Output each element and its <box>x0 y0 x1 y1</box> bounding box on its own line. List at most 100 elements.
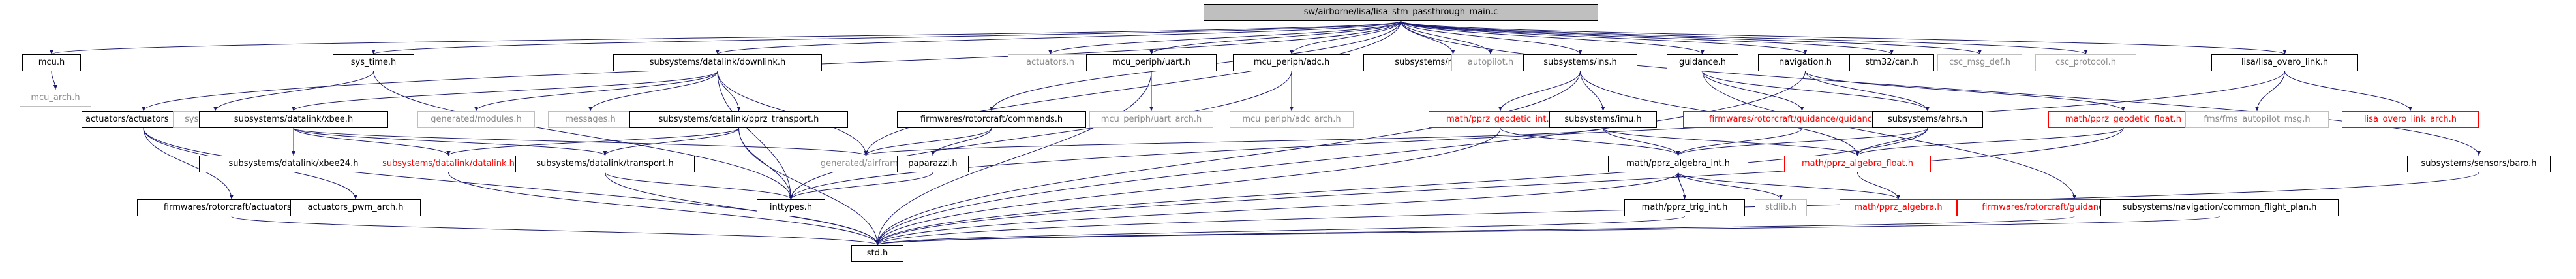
node-csc-protocol-h: csc_protocol.h <box>2035 54 2136 71</box>
edge-xbee-h-to-datalink-h <box>293 127 451 156</box>
edge-downlink-h-to-xbee-h <box>291 71 718 112</box>
node-pprz-trig-int-h[interactable]: math/pprz_trig_int.h <box>1624 199 1745 216</box>
node-root: sw/airborne/lisa/lisa_stm_passthrough_ma… <box>1204 4 1598 21</box>
edge-paparazzi-h-to-inttypes-h <box>789 172 933 200</box>
node-actuators-h: actuators.h <box>1008 54 1093 71</box>
node-pprz-algebra-h[interactable]: math/pprz_algebra.h <box>1840 199 1957 216</box>
edge-pprz-geodetic-int-h-to-std-h <box>875 127 1501 246</box>
node-generated-modules-h: generated/modules.h <box>417 111 535 128</box>
edge-root-to-csc-msg-def-h <box>1401 20 1982 55</box>
edge-downlink-h-to-messages-h <box>588 71 718 112</box>
node-pprz-geodetic-int-h[interactable]: math/pprz_geodetic_int.h <box>1429 111 1572 128</box>
edge-xbee-h-to-airframe-h <box>293 127 868 156</box>
node-navigation-h[interactable]: navigation.h <box>1758 54 1853 71</box>
edge-ahrs-h-to-std-h <box>875 127 1928 246</box>
node-guidance-h[interactable]: guidance.h <box>1667 54 1738 71</box>
node-adc-arch-h: mcu_periph/adc_arch.h <box>1230 111 1354 128</box>
node-ins-h[interactable]: subsystems/ins.h <box>1523 54 1637 71</box>
node-pprz-geodetic-float-h[interactable]: math/pprz_geodetic_float.h <box>2048 111 2198 128</box>
edge-ins-h-to-pprz-geodetic-int-h <box>1498 71 1581 112</box>
node-uart-arch-h: mcu_periph/uart_arch.h <box>1089 111 1213 128</box>
edge-datalink-h-to-std-h <box>448 172 880 246</box>
node-ahrs-h[interactable]: subsystems/ahrs.h <box>1872 111 1983 128</box>
edge-pprz-trig-int-h-to-std-h <box>875 216 1685 246</box>
node-autopilot-h: autopilot.h <box>1451 54 1530 71</box>
node-std-h[interactable]: std.h <box>851 245 903 262</box>
edge-flight-plan-h-to-std-h <box>875 216 2220 246</box>
edge-actuators-pwm-h-to-rotorcraft-actuators-h <box>143 127 234 200</box>
edge-ahrs-h-to-pprz-algebra-float-h <box>1855 127 1928 156</box>
edge-root-to-baro-h <box>1401 20 2481 156</box>
edge-pprz-transport-h-to-std-h <box>738 127 880 246</box>
edge-overo-link-h-to-inttypes-h <box>789 71 2285 200</box>
node-mcu-h[interactable]: mcu.h <box>22 54 81 71</box>
edge-root-to-overo-link-h <box>1401 20 2287 55</box>
edge-pprz-geodetic-int-h-to-pprz-algebra-int-h <box>1500 127 1680 156</box>
edge-guidance-h-to-guidance-h-h <box>1702 71 1804 112</box>
node-mcu-arch-h: mcu_arch.h <box>20 90 91 107</box>
edge-transport-h-to-inttypes-h <box>605 172 793 200</box>
node-transport-h[interactable]: subsystems/datalink/transport.h <box>515 156 695 172</box>
edge-root-to-ins-h <box>1401 20 1583 55</box>
edge-overo-link-h-to-overo-link-arch-h <box>2284 71 2413 112</box>
edge-root-to-stm32can-h <box>1401 20 1894 55</box>
node-pprz-algebra-float-h[interactable]: math/pprz_algebra_float.h <box>1784 156 1931 172</box>
edge-navigation-h-to-pprz-geodetic-float-h <box>1805 71 2126 112</box>
edge-rotorcraft-actuators-h-to-std-h <box>231 216 879 246</box>
node-adc-h[interactable]: mcu_periph/adc.h <box>1233 54 1350 71</box>
node-stdlib-h: stdlib.h <box>1755 199 1807 216</box>
edge-guidance-h-to-ahrs-h <box>1702 71 1930 112</box>
edge-root-to-actuators-h <box>1048 20 1401 55</box>
edge-overo-link-h-to-fms-msg-h <box>2254 71 2285 112</box>
edge-pprz-algebra-float-h-to-pprz-algebra-h <box>1857 172 1901 200</box>
node-pprz-algebra-int-h[interactable]: math/pprz_algebra_int.h <box>1608 156 1748 172</box>
edge-ahrs-h-to-pprz-algebra-int-h <box>1676 127 1928 156</box>
edge-commands-h-to-paparazzi-h <box>930 127 992 156</box>
edge-pprz-trig-int-h-to-pprz-algebra-int-h <box>1676 172 1685 200</box>
edge-guidance-h-h-to-pprz-algebra-int-h <box>1676 127 1802 156</box>
node-uart-h[interactable]: mcu_periph/uart.h <box>1086 54 1217 71</box>
edge-uart-h-to-std-h <box>875 71 1152 246</box>
edge-xbee-h-to-transport-h <box>293 127 607 156</box>
node-actuators-pwm-arch-h[interactable]: actuators_pwm_arch.h <box>290 199 421 216</box>
edge-root-to-navigation-h <box>1401 20 1808 55</box>
edge-navigation-h-to-ahrs-h <box>1805 71 1930 112</box>
edge-pprz-geodetic-float-h-to-std-h <box>875 127 2124 246</box>
node-pprz-transport-h[interactable]: subsystems/datalink/pprz_transport.h <box>629 111 848 128</box>
edge-root-to-guidance-h <box>1401 20 1705 55</box>
edge-navigation-h-to-std-h <box>875 71 1806 246</box>
node-csc-msg-def-h: csc_msg_def.h <box>1937 54 2022 71</box>
node-datalink-h[interactable]: subsystems/datalink/datalink.h <box>359 156 538 172</box>
node-flight-plan-h[interactable]: subsystems/navigation/common_flight_plan… <box>2100 199 2339 216</box>
node-xbee24-h[interactable]: subsystems/datalink/xbee24.h <box>199 156 388 172</box>
node-sys-time-h[interactable]: sys_time.h <box>333 54 414 71</box>
edge-downlink-h-to-inttypes-h <box>717 71 793 200</box>
node-downlink-h[interactable]: subsystems/datalink/downlink.h <box>613 54 822 71</box>
edge-imu-h-to-airframe-h <box>864 127 1603 156</box>
node-overo-link-h[interactable]: lisa/lisa_overo_link.h <box>2211 54 2358 71</box>
node-paparazzi-h[interactable]: paparazzi.h <box>897 156 969 172</box>
edge-root-to-downlink-h <box>716 20 1401 55</box>
edge-guidance-h-to-guidance-v-h <box>1702 71 2077 200</box>
node-commands-h[interactable]: firmwares/rotorcraft/commands.h <box>897 111 1086 128</box>
node-inttypes-h[interactable]: inttypes.h <box>757 199 825 216</box>
node-fms-msg-h: fms/fms_autopilot_msg.h <box>2185 111 2329 128</box>
node-baro-h[interactable]: subsystems/sensors/baro.h <box>2407 156 2551 172</box>
edge-root-to-airframe-h <box>864 20 1401 156</box>
node-imu-h[interactable]: subsystems/imu.h <box>1549 111 1657 128</box>
node-stm32can-h[interactable]: stm32/can.h <box>1849 54 1934 71</box>
node-overo-link-arch-h[interactable]: lisa_overo_link_arch.h <box>2342 111 2479 128</box>
node-messages-h: messages.h <box>548 111 633 128</box>
edge-ins-h-to-std-h <box>875 71 1581 246</box>
edge-commands-h-to-airframe-h <box>864 127 992 156</box>
edge-root-to-adc-h <box>1289 20 1401 55</box>
edge-sys-time-h-to-sys-time-hw-h <box>213 71 374 112</box>
node-xbee-h[interactable]: subsystems/datalink/xbee.h <box>199 111 388 128</box>
edge-adc-h-to-inttypes-h <box>789 71 1292 200</box>
edge-pprz-algebra-int-h-to-pprz-algebra-h <box>1678 172 1901 200</box>
edge-sys-time-h-to-inttypes-h <box>373 71 793 200</box>
edge-actuators-pwm-h-to-std-h <box>143 127 880 246</box>
edge-imu-h-to-pprz-algebra-float-h <box>1603 127 1860 156</box>
